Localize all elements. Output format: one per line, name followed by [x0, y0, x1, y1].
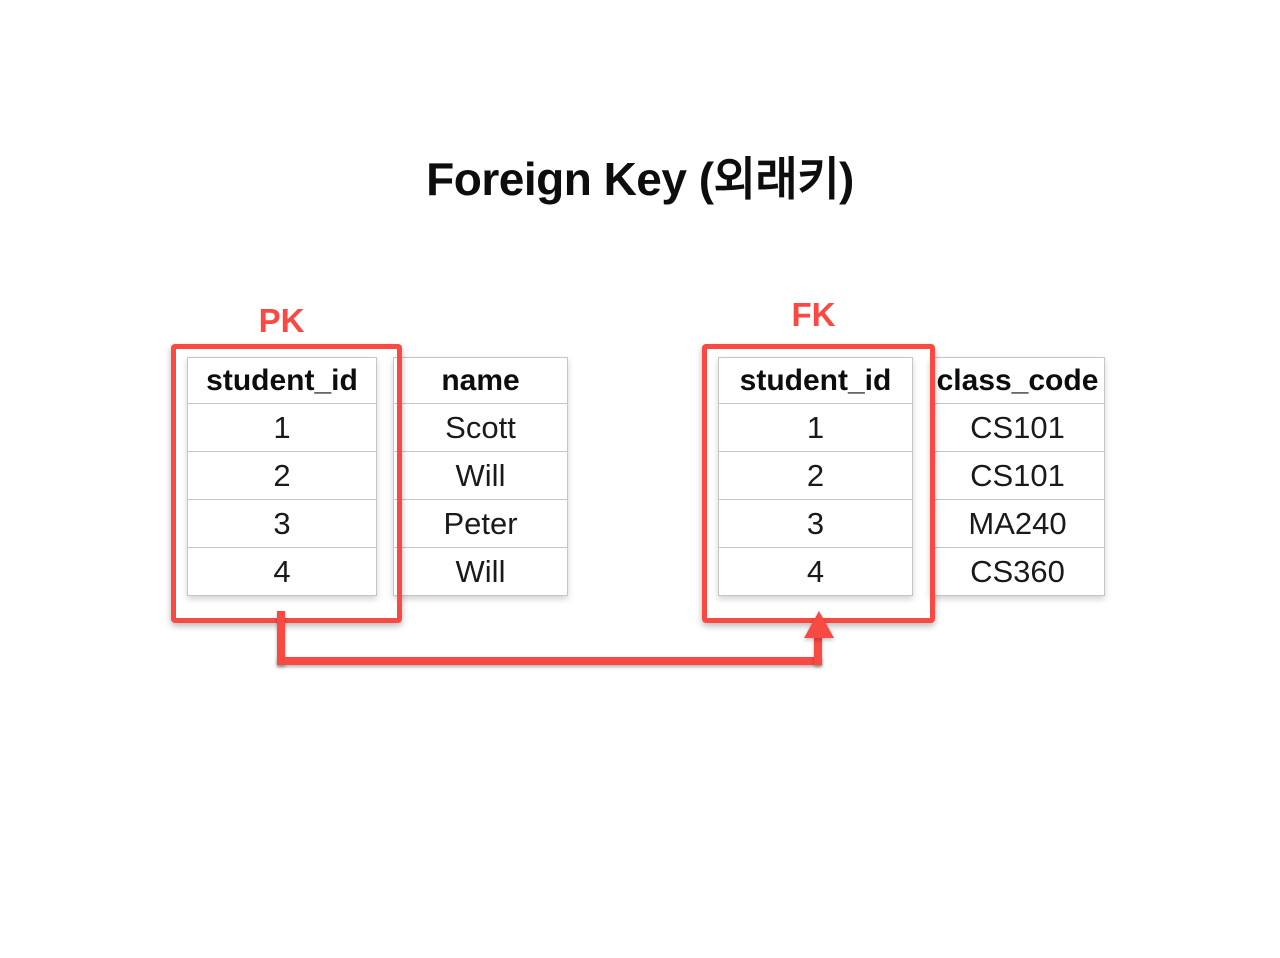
pk-table-student-id-column: student_id 1 2 3 4 — [187, 357, 377, 596]
column-header: student_id — [739, 363, 892, 397]
fk-table-class-code-column: class_code CS101 CS101 MA240 CS360 — [930, 357, 1105, 596]
table-cell: 1 — [719, 403, 912, 451]
table-cell: Peter — [394, 499, 567, 547]
table-cell: 3 — [719, 499, 912, 547]
table-cell: 2 — [188, 451, 376, 499]
page-title: Foreign Key (외래키) — [426, 152, 854, 205]
fk-table-student-id-column: student_id 1 2 3 4 — [718, 357, 913, 596]
table-cell: MA240 — [931, 499, 1104, 547]
foreign-key-arrow-head-icon — [804, 611, 834, 638]
foreign-key-arrow-segment-across — [277, 657, 822, 665]
pk-label: PK — [258, 302, 305, 339]
foreign-key-arrow-segment-up — [814, 636, 822, 665]
pk-table-name-column: name Scott Will Peter Will — [393, 357, 568, 596]
table-cell: 4 — [188, 547, 376, 595]
table-cell: Will — [394, 547, 567, 595]
foreign-key-arrow-segment-down — [277, 611, 285, 665]
column-header: class_code — [936, 363, 1099, 397]
table-cell: 1 — [188, 403, 376, 451]
column-header: student_id — [206, 363, 358, 397]
table-cell: 4 — [719, 547, 912, 595]
fk-highlight-box — [702, 344, 935, 623]
pk-highlight-box — [171, 344, 402, 623]
table-cell: Scott — [394, 403, 567, 451]
table-cell: CS101 — [931, 451, 1104, 499]
table-cell: CS101 — [931, 403, 1104, 451]
column-header: name — [441, 363, 520, 397]
table-cell: Will — [394, 451, 567, 499]
fk-label: FK — [791, 296, 836, 333]
table-cell: 3 — [188, 499, 376, 547]
table-cell: CS360 — [931, 547, 1104, 595]
table-cell: 2 — [719, 451, 912, 499]
